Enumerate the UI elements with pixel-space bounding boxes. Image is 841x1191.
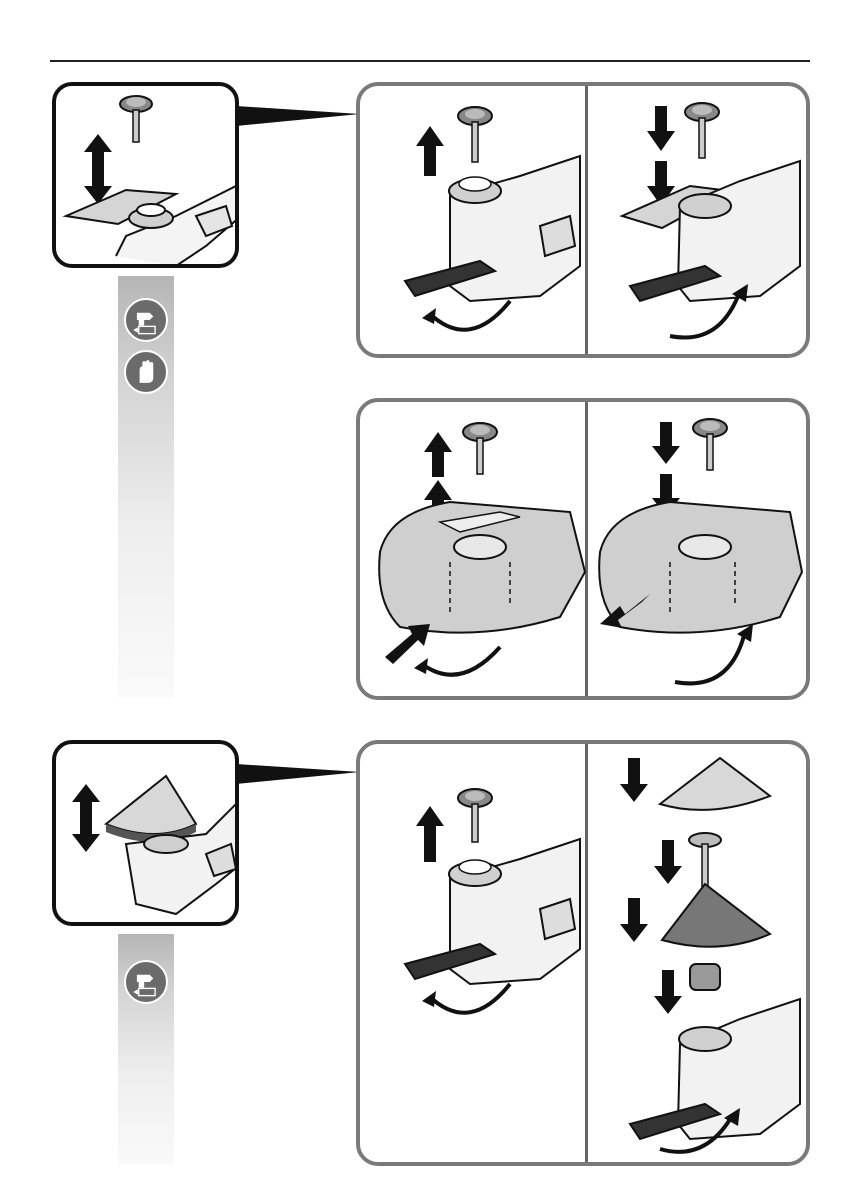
fit-blade-with-guard-panel bbox=[599, 419, 802, 683]
clamp-screw-icon bbox=[120, 96, 152, 142]
up-arrow-icon bbox=[416, 806, 444, 862]
up-down-arrow-icon bbox=[84, 134, 112, 204]
down-arrow-icon bbox=[620, 898, 648, 942]
curved-arrow-icon bbox=[675, 632, 745, 683]
down-arrow-icon bbox=[654, 970, 682, 1014]
guard-blade-change-frame bbox=[356, 398, 810, 700]
down-arrow-icon bbox=[654, 840, 682, 884]
up-arrow-icon bbox=[424, 432, 452, 477]
down-arrow-icon bbox=[647, 106, 675, 151]
release-pad-panel bbox=[405, 789, 580, 1013]
up-arrow-icon bbox=[416, 126, 444, 176]
push-arrow-icon bbox=[385, 624, 430, 664]
blade-change-frame bbox=[356, 82, 810, 358]
sanding-pad bbox=[662, 884, 770, 947]
curved-arrow-icon bbox=[422, 647, 500, 675]
sanding-pad-change-frame bbox=[356, 740, 810, 1166]
fit-sanding-pad-and-sheet-panel bbox=[620, 758, 800, 1152]
sanding-sheet bbox=[660, 758, 770, 810]
down-arrow-icon bbox=[652, 422, 680, 464]
curved-arrow-icon bbox=[430, 984, 510, 1013]
wear-gloves-icon bbox=[124, 350, 168, 394]
blade-inset-detail bbox=[52, 82, 239, 268]
up-down-arrow-icon bbox=[72, 784, 100, 852]
header-rule bbox=[50, 60, 810, 62]
release-blade-panel bbox=[405, 107, 580, 330]
disconnect-battery-icon bbox=[124, 298, 168, 342]
curved-arrow-icon bbox=[430, 301, 510, 330]
sanding-pad-inset-detail bbox=[52, 740, 239, 926]
release-blade-with-guard-panel bbox=[379, 423, 585, 675]
sanding-sheet bbox=[106, 776, 196, 834]
down-arrow-icon bbox=[620, 758, 648, 802]
inset-pointer-1 bbox=[236, 100, 360, 130]
inset-pointer-2 bbox=[236, 758, 360, 788]
disconnect-battery-icon bbox=[124, 960, 168, 1004]
fit-blade-panel bbox=[622, 103, 800, 338]
